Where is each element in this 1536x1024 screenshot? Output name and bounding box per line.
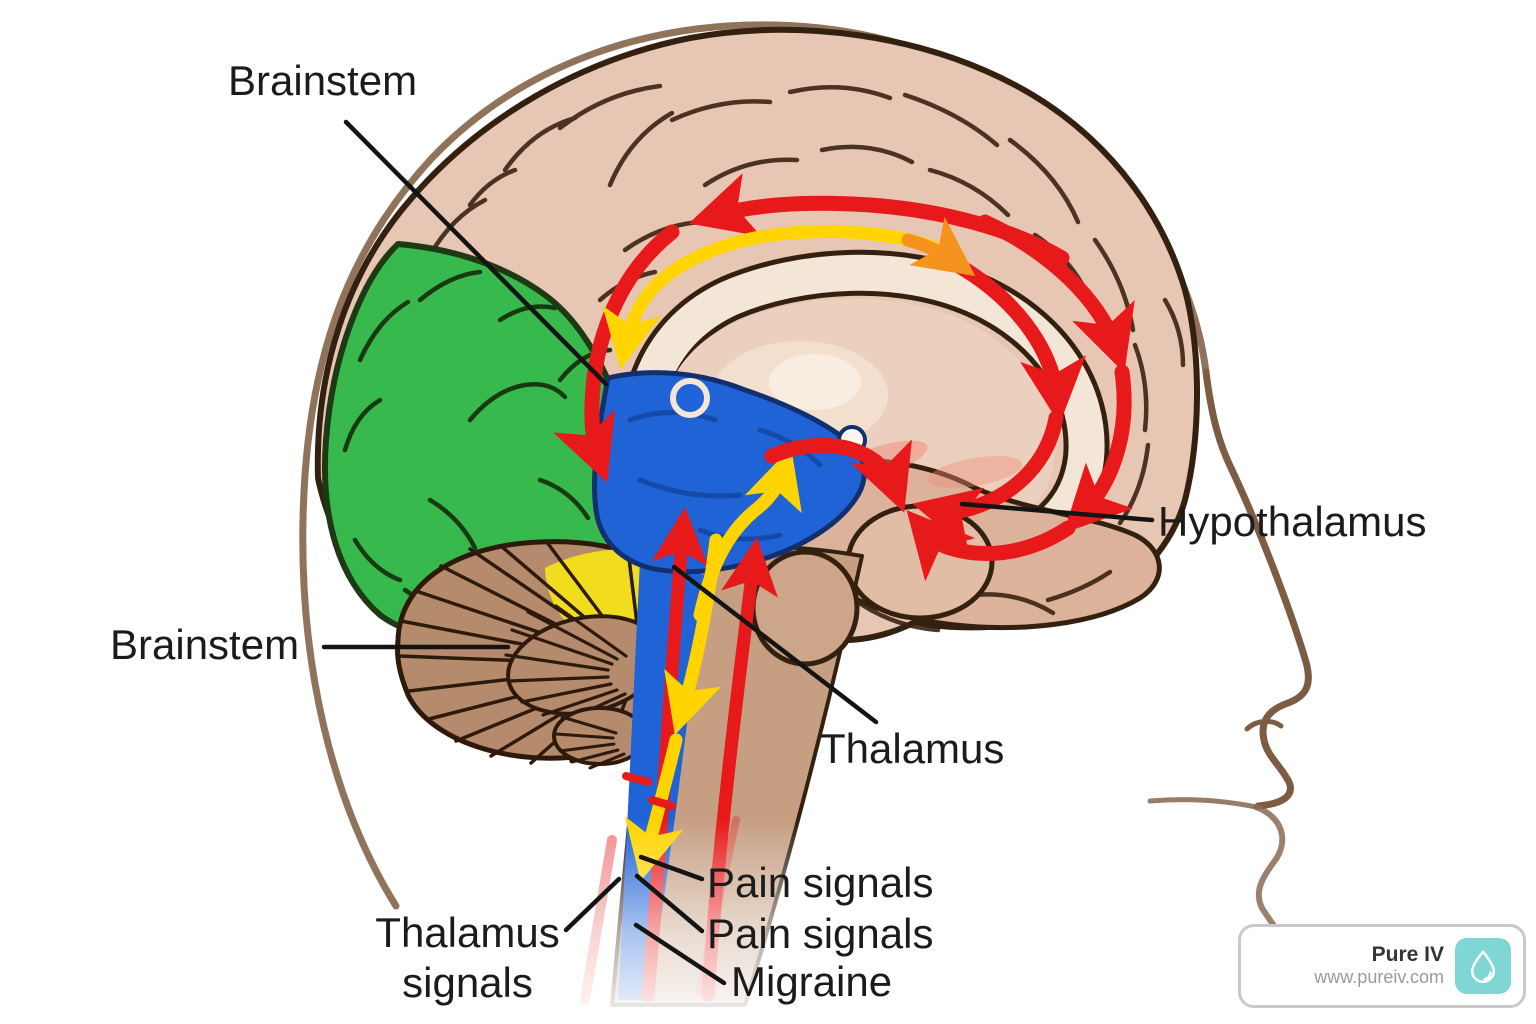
- label-brainstem-side: Brainstem: [110, 621, 300, 668]
- leader-brainstem-top: [343, 119, 609, 387]
- watermark-badge: Pure IV www.pureiv.com: [1238, 924, 1526, 1008]
- hypothalamus-bulb: [845, 503, 995, 621]
- ventricle-core-highlight: [769, 354, 861, 410]
- leader-hypothalamus: [959, 501, 1155, 523]
- red-loop-left-descent: [553, 224, 680, 483]
- pons: [750, 549, 860, 667]
- leader-migraine: [633, 922, 727, 986]
- leader-pain-signals-lower: [634, 873, 705, 934]
- red-thalamus-to-hypothalamus: [764, 437, 912, 513]
- label-pain-signals-lower: Pain signals: [707, 910, 934, 957]
- watermark-text: Pure IV www.pureiv.com: [1314, 943, 1444, 989]
- leader-lines: [321, 119, 1155, 986]
- leader-thalamus: [671, 564, 879, 725]
- leader-thalamus-signals: [563, 876, 622, 933]
- bottom-lobe-striations: [554, 715, 626, 770]
- label-hypothalamus: Hypothalamus: [1158, 498, 1427, 545]
- red-loop-right-2: [1063, 364, 1134, 533]
- red-dash-2: [648, 796, 676, 810]
- face-profile-line: [1202, 368, 1312, 810]
- pain-glow-2: [927, 455, 1023, 489]
- mouth-line: [1147, 797, 1259, 810]
- yellow-branch-to-hypothalamus: [693, 447, 802, 622]
- brand-url: www.pureiv.com: [1314, 967, 1444, 988]
- label-pain-signals-upper: Pain signals: [707, 859, 934, 906]
- yellow-arc-left: [602, 226, 797, 370]
- water-drop-glyph: [1470, 950, 1496, 984]
- label-thalamus-signals: Thalamus signals: [375, 909, 560, 1006]
- pineal-circle: [670, 378, 710, 418]
- water-drop-icon: [1455, 938, 1511, 994]
- red-loop-right-1: [977, 214, 1135, 374]
- orange-arc-tip: [901, 216, 976, 277]
- label-thalamus: Thalamus: [820, 725, 1005, 772]
- label-brainstem-top: Brainstem: [228, 57, 418, 104]
- label-migraine: Migraine: [731, 958, 893, 1005]
- brand-name: Pure IV: [1371, 943, 1444, 967]
- signal-pathway-yellow-arrows: [602, 216, 976, 370]
- nostril-line: [1244, 719, 1284, 732]
- red-dash-1: [622, 772, 652, 786]
- leader-pain-signals-upper: [638, 854, 705, 882]
